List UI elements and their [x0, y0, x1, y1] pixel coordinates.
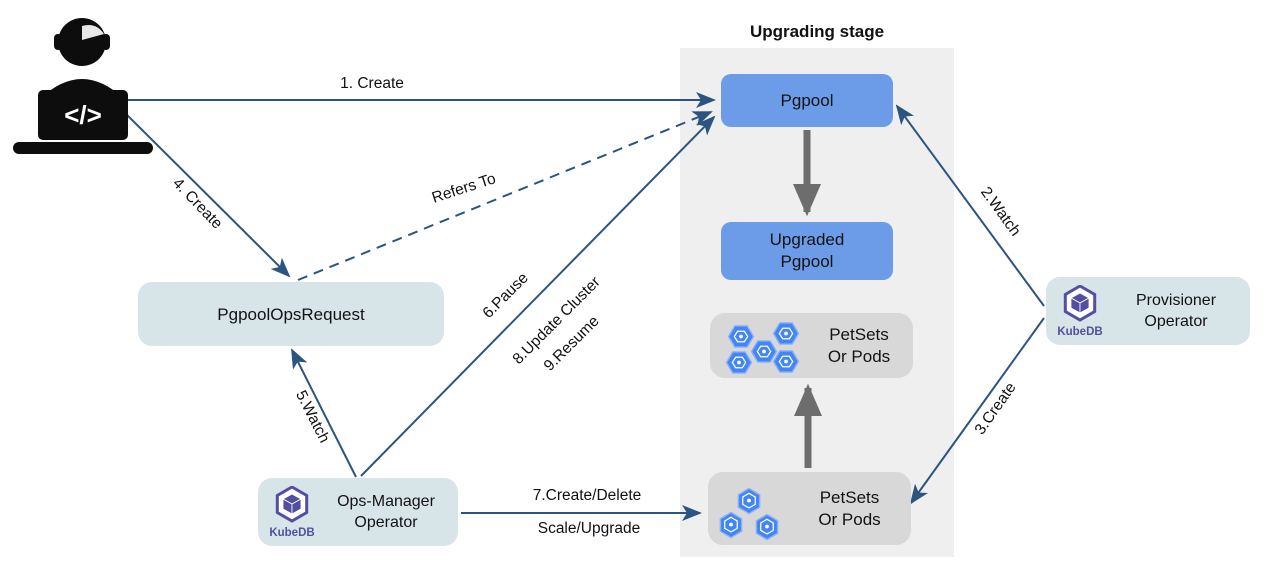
ops-manager-line2: Operator: [354, 514, 418, 531]
edge-label-3-create: 3.Create: [971, 379, 1020, 438]
edge-refers-to: [297, 111, 713, 281]
provisioner-line1: Provisioner: [1135, 292, 1217, 309]
upgraded-pgpool-line1: Upgraded: [769, 230, 845, 249]
ops-manager-line1: Ops-Manager: [337, 493, 435, 510]
upgraded-pgpool-line2: Pgpool: [780, 252, 834, 271]
node-upgraded-pgpool: Upgraded Pgpool: [721, 222, 893, 280]
edge-label-4-create: 4. Create: [169, 174, 226, 233]
node-petsets-current: PetSets Or Pods: [708, 472, 911, 545]
kubedb-wordmark: KubeDB: [1057, 326, 1102, 338]
edge-label-7-create-delete: 7.Create/Delete: [532, 487, 642, 504]
edge-label-7-scale-upgrade: Scale/Upgrade: [537, 520, 641, 537]
provisioner-line2: Operator: [1144, 313, 1208, 330]
pgpool-label: Pgpool: [780, 90, 834, 110]
code-glyph: </>: [64, 100, 102, 130]
edge-label-1-create: 1. Create: [340, 75, 404, 92]
edge-label-2-watch: 2.Watch: [976, 183, 1024, 240]
petsets-upgraded-line1: PetSets: [829, 324, 889, 344]
node-pgpool-ops-request: PgpoolOpsRequest: [138, 282, 444, 346]
petsets-current-line2: Or Pods: [818, 509, 881, 529]
kubedb-logo: KubeDB: [1057, 285, 1103, 338]
petsets-current-line1: PetSets: [819, 487, 880, 507]
node-provisioner-operator: KubeDB Provisioner Operator: [1046, 277, 1250, 345]
node-petsets-upgraded: PetSets Or Pods: [710, 313, 913, 378]
edge-label-refers-to: Refers To: [429, 170, 498, 207]
pgpool-ops-request-label: PgpoolOpsRequest: [217, 304, 365, 324]
kubedb-wordmark: KubeDB: [269, 527, 314, 539]
petsets-upgraded-line2: Or Pods: [827, 346, 891, 366]
pod-hexagon-cluster-icon: [719, 487, 779, 540]
node-pgpool: Pgpool: [721, 74, 893, 127]
edge-label-5-watch: 5.Watch: [292, 387, 333, 446]
pod-hexagon-cluster-icon: [725, 321, 800, 374]
developer-laptop-icon: </>: [13, 18, 153, 154]
kubedb-logo: KubeDB: [269, 486, 315, 539]
node-ops-manager-operator: KubeDB Ops-Manager Operator: [258, 478, 458, 546]
stage-title: Upgrading stage: [749, 22, 885, 41]
edge-label-6-pause: 6.Pause: [479, 269, 532, 322]
